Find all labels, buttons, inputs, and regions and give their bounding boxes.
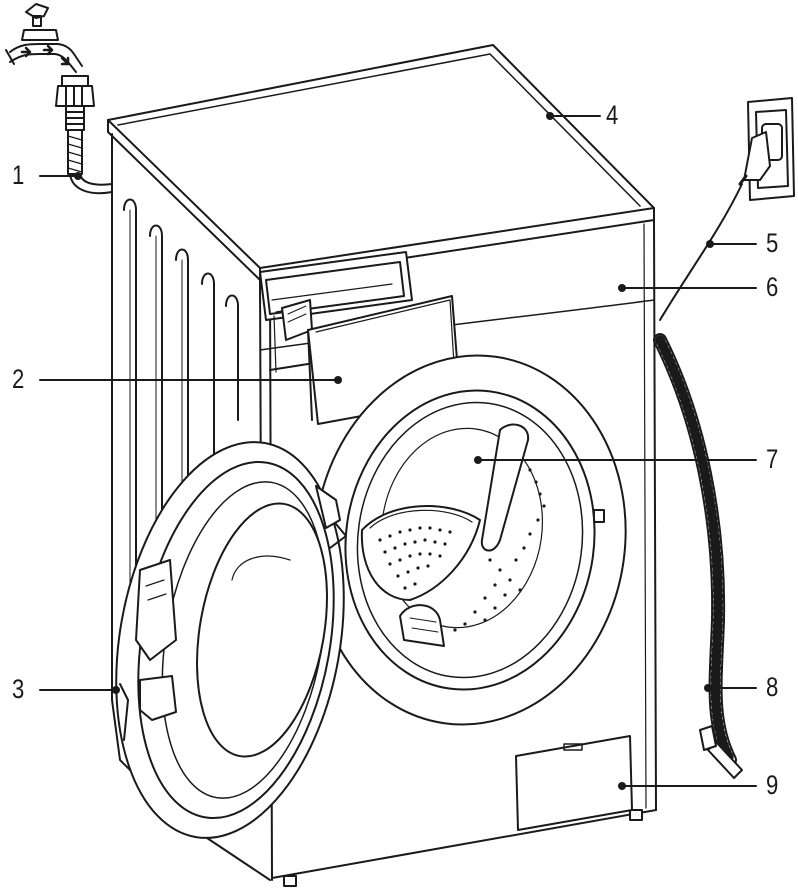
callout-2: 2: [12, 364, 25, 394]
power-cord: [659, 183, 743, 321]
callout-9: 9: [766, 770, 779, 800]
drain-hose: [653, 333, 743, 779]
leader-lines: [39, 115, 757, 787]
callout-3: 3: [12, 674, 25, 704]
callout-1: 1: [12, 160, 25, 190]
drum-and-door-opening: [313, 354, 627, 726]
power-outlet-icon: [738, 97, 795, 201]
callout-6: 6: [766, 272, 779, 302]
callout-7: 7: [766, 444, 779, 474]
water-tap-icon: [5, 3, 113, 195]
callout-8: 8: [766, 672, 779, 702]
open-door: [115, 441, 347, 839]
filter-service-panel: [515, 735, 633, 831]
callout-4: 4: [606, 100, 619, 130]
leader-dots: [74, 112, 714, 790]
callout-5: 5: [766, 228, 779, 258]
